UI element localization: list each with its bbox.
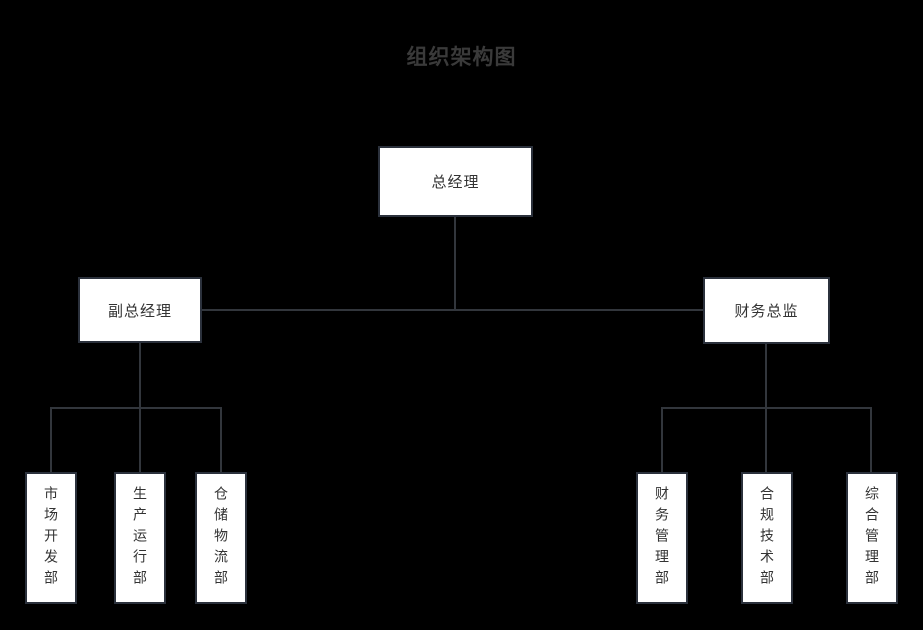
node-market-development-dept: 市场开发部 — [25, 472, 77, 604]
connector-level2-horizontal — [202, 309, 703, 311]
node-production-operations-dept: 生产运行部 — [114, 472, 166, 604]
node-finance-director: 财务总监 — [703, 277, 830, 344]
node-label: 仓储物流部 — [213, 485, 229, 591]
node-label: 合规技术部 — [759, 485, 775, 591]
connector-drop-line — [765, 407, 767, 472]
node-label: 副总经理 — [107, 302, 172, 320]
node-label: 总经理 — [431, 174, 480, 191]
connector-right-parent-vertical — [765, 344, 767, 408]
connector-drop-line — [870, 407, 872, 472]
node-label: 生产运行部 — [132, 485, 148, 591]
node-finance-management-dept: 财务管理部 — [636, 472, 688, 604]
connector-drop-line — [220, 407, 222, 472]
node-warehouse-logistics-dept: 仓储物流部 — [195, 472, 247, 604]
node-label: 财务总监 — [734, 303, 799, 320]
diagram-title: 组织架构图 — [406, 46, 517, 69]
node-general-administration-dept: 综合管理部 — [846, 472, 898, 604]
connector-drop-line — [139, 407, 141, 472]
node-label: 综合管理部 — [864, 485, 880, 591]
connector-left-parent-vertical — [139, 343, 141, 408]
connector-drop-line — [661, 407, 663, 472]
node-label: 市场开发部 — [43, 485, 59, 591]
node-general-manager: 总经理 — [378, 146, 533, 217]
connector-drop-line — [50, 407, 52, 472]
node-compliance-technology-dept: 合规技术部 — [741, 472, 793, 604]
connector-left-horizontal — [50, 407, 222, 409]
node-label: 财务管理部 — [654, 485, 670, 591]
node-deputy-general-manager: 副总经理 — [78, 277, 202, 343]
connector-root-vertical — [454, 217, 456, 310]
